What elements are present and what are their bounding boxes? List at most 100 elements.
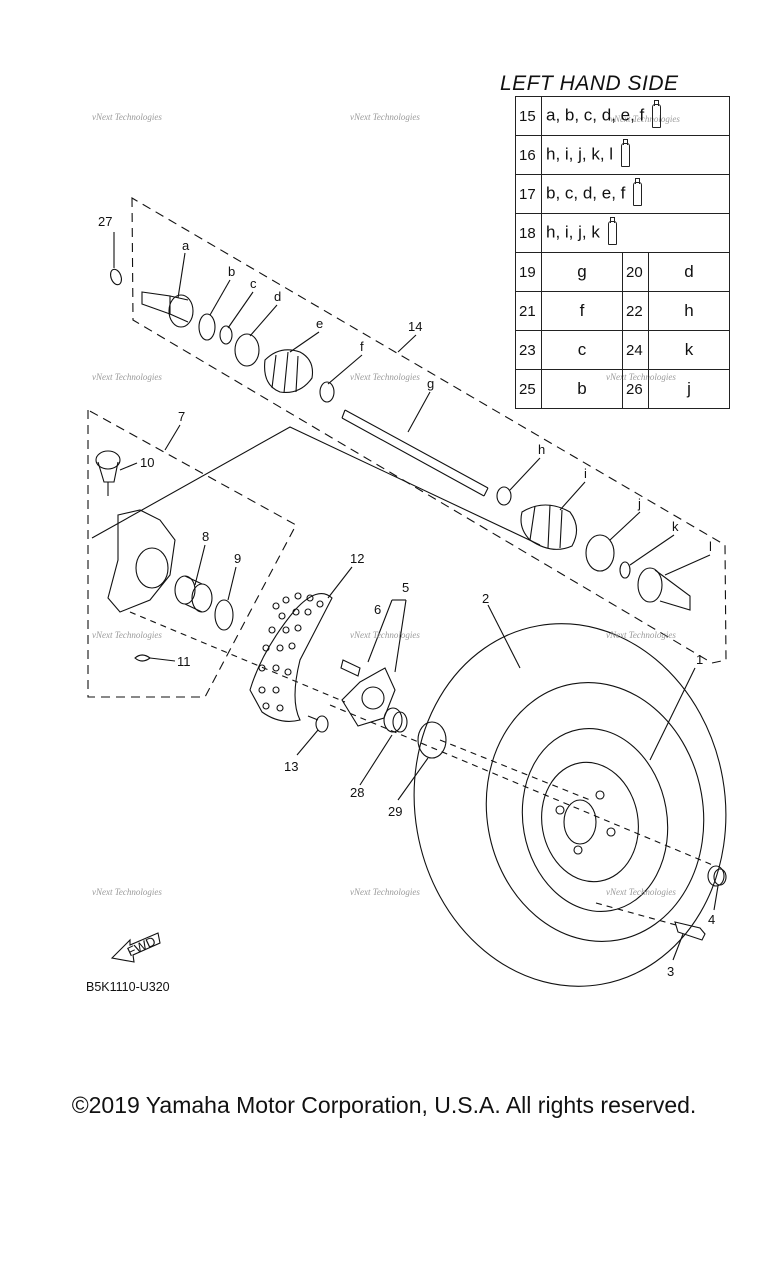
knuckle-7 xyxy=(107,509,176,613)
copyright-notice: ©2019 Yamaha Motor Corporation, U.S.A. A… xyxy=(71,1092,697,1118)
kit-number: 15 xyxy=(515,96,542,136)
legend-title: LEFT HAND SIDE xyxy=(500,72,679,95)
callout-4: 4 xyxy=(708,912,715,927)
watermark: vNext Technologies xyxy=(350,887,420,897)
callout-28: 28 xyxy=(350,785,364,800)
kit-number: 26 xyxy=(622,369,649,409)
callout-b: b xyxy=(228,264,235,279)
boot-e xyxy=(264,349,314,394)
grease-tube-icon xyxy=(652,100,662,128)
callout-8: 8 xyxy=(202,529,209,544)
driveshaft-assembly-outline xyxy=(131,197,727,664)
watermark: vNext Technologies xyxy=(92,112,162,122)
legend-row: 18 h, i, j, k xyxy=(515,213,730,253)
circlip-27 xyxy=(110,268,122,286)
callout-5: 5 xyxy=(402,580,409,595)
callout-9: 9 xyxy=(234,551,241,566)
legend-pair-row: 19 g 20 d xyxy=(515,252,730,292)
band-d xyxy=(234,333,260,367)
shaft-g xyxy=(341,409,489,497)
watermark: vNext Technologies xyxy=(606,630,676,640)
diagram-code: B5K1110-U320 xyxy=(86,980,170,994)
circlip-9 xyxy=(214,599,234,631)
kit-code: k xyxy=(648,330,730,370)
kit-number: 17 xyxy=(515,174,542,214)
callout-1: 1 xyxy=(696,652,703,667)
callout-14: 14 xyxy=(408,319,422,334)
callout-29: 29 xyxy=(388,804,402,819)
legend-row: 16 h, i, j, k, l xyxy=(515,135,730,175)
kit-number: 20 xyxy=(622,252,649,292)
band-f xyxy=(319,381,335,403)
watermark: vNext Technologies xyxy=(350,630,420,640)
grease-tube-icon xyxy=(621,139,631,167)
kit-number: 16 xyxy=(515,135,542,175)
kit-number: 18 xyxy=(515,213,542,253)
band-j xyxy=(585,534,615,572)
cv-joint-outer-a xyxy=(141,291,194,328)
legend-row: 15 a, b, c, d, e, f xyxy=(515,96,730,136)
callout-k: k xyxy=(672,519,679,534)
valve-3 xyxy=(674,921,706,941)
cotter-11 xyxy=(134,654,151,662)
grease-tube-icon xyxy=(633,178,643,206)
band-h xyxy=(496,486,512,506)
legend-pair-row: 25 b 26 j xyxy=(515,369,730,409)
ball-joint-10 xyxy=(95,450,121,496)
kit-code: d xyxy=(648,252,730,292)
callout-h: h xyxy=(538,442,545,457)
kit-code: g xyxy=(541,252,623,292)
callout-i: i xyxy=(584,466,587,481)
kit-code: h xyxy=(648,291,730,331)
watermark: vNext Technologies xyxy=(350,372,420,382)
kit-code: b xyxy=(541,369,623,409)
cap-29 xyxy=(417,721,447,759)
callout-l: l xyxy=(709,539,712,554)
callout-7: 7 xyxy=(178,409,185,424)
kit-number: 22 xyxy=(622,291,649,331)
kit-code: c xyxy=(541,330,623,370)
hub-5 xyxy=(341,667,396,727)
callout-c: c xyxy=(250,276,257,291)
legend-pair-row: 21 f 22 h xyxy=(515,291,730,331)
grease-tube-icon xyxy=(607,217,617,245)
stud-6 xyxy=(340,659,361,677)
tire-inner-edge xyxy=(485,682,705,942)
kit-number: 24 xyxy=(622,330,649,370)
kit-contents: h, i, j, k xyxy=(541,213,730,253)
boot-i xyxy=(520,504,578,550)
callout-g: g xyxy=(427,376,434,391)
callout-e: e xyxy=(316,316,323,331)
wheel-1 xyxy=(521,727,669,913)
watermark: vNext Technologies xyxy=(92,630,162,640)
kit-contents: b, c, d, e, f xyxy=(541,174,730,214)
callout-12: 12 xyxy=(350,551,364,566)
wheel-nut-4 xyxy=(707,865,727,887)
circlip-c xyxy=(219,325,233,345)
callout-6: 6 xyxy=(374,602,381,617)
callout-j: j xyxy=(637,496,641,511)
kit-number: 19 xyxy=(515,252,542,292)
legend-pair-row: 23 c 24 k xyxy=(515,330,730,370)
fwd-label: FWD xyxy=(125,933,158,959)
callout-f: f xyxy=(360,339,364,354)
ring-b xyxy=(198,313,216,341)
knuckle-assembly-outline xyxy=(87,409,297,698)
watermark: vNext Technologies xyxy=(350,112,420,122)
fwd-arrow-icon xyxy=(110,932,161,963)
kit-number: 25 xyxy=(515,369,542,409)
watermark: vNext Technologies xyxy=(92,372,162,382)
legend-row: 17 b, c, d, e, f xyxy=(515,174,730,214)
kit-number: 21 xyxy=(515,291,542,331)
callout-3: 3 xyxy=(667,964,674,979)
guard-12 xyxy=(249,593,333,722)
kit-contents: h, i, j, k, l xyxy=(541,135,730,175)
callout-10: 10 xyxy=(140,455,154,470)
circlip-k xyxy=(619,561,631,579)
guard-holes xyxy=(258,592,324,712)
kit-code: j xyxy=(648,369,730,409)
kit-legend-table: 15 a, b, c, d, e, f 16 h, i, j, k, l 17 … xyxy=(515,96,730,409)
callout-a: a xyxy=(182,238,190,253)
bearing-8 xyxy=(174,575,213,613)
kit-code: f xyxy=(541,291,623,331)
